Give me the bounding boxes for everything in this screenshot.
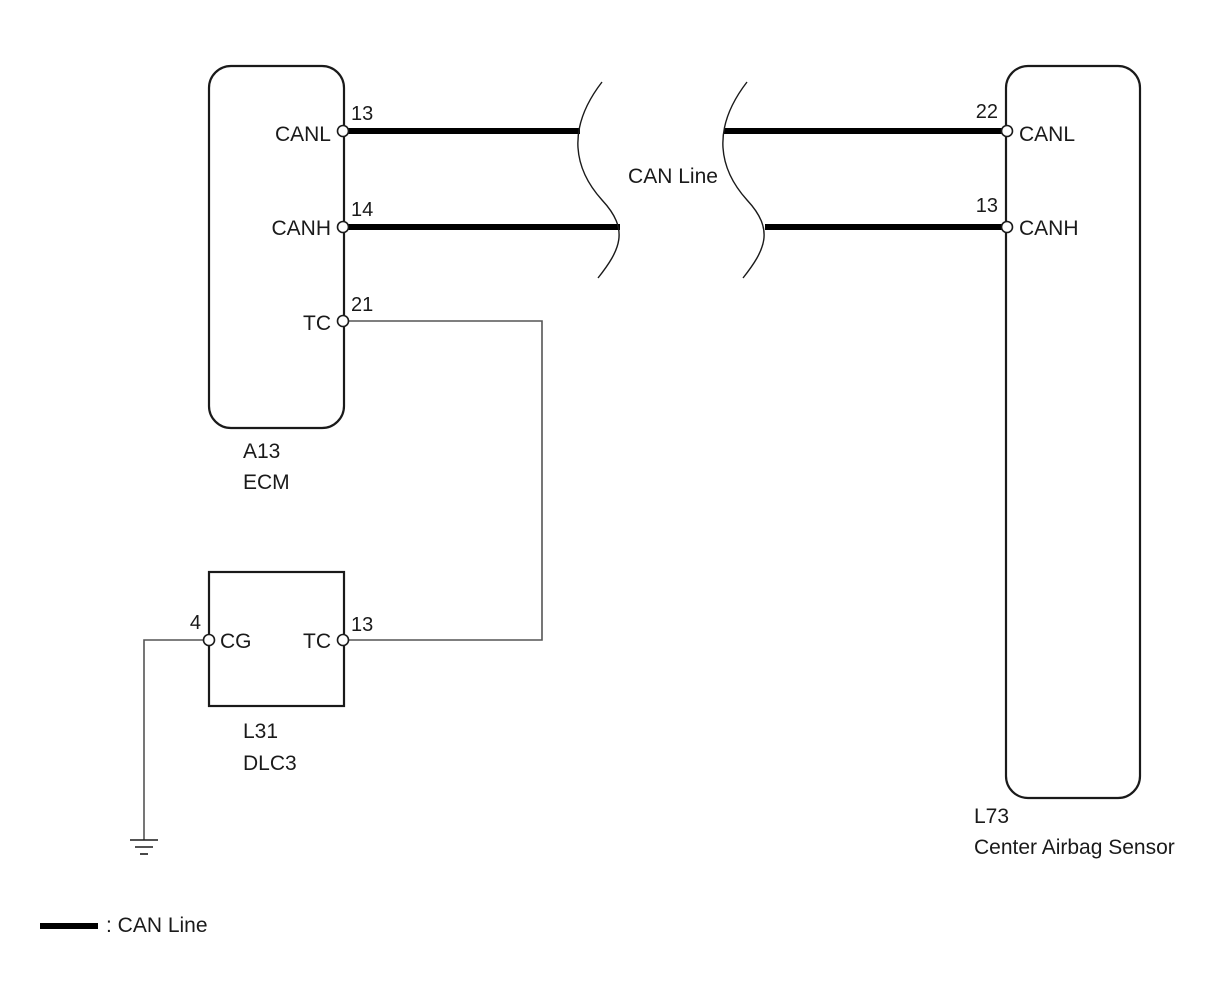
airbag-name: Center Airbag Sensor [974,836,1175,859]
dlc3-code: L31 [243,720,278,743]
wire-break-left-bracket [577,81,620,279]
dlc3-tc-terminal [336,633,350,647]
ecm-canh-terminal [336,220,350,234]
can-line-label: CAN Line [628,165,718,188]
dlc3-cg-pin-number: 4 [190,612,201,634]
airbag-canl-label: CANL [1019,123,1075,146]
ground-symbol-icon [130,839,158,855]
airbag-code: L73 [974,805,1009,828]
legend: : CAN Line [40,914,208,937]
airbag-canl-pin-number: 22 [976,101,998,123]
wire-break-right-bracket [722,81,765,279]
dlc3-cg-terminal [202,633,216,647]
airbag-canl-terminal [1000,124,1014,138]
legend-can-line-label: : CAN Line [106,914,208,937]
ecm-tc-pin-number: 21 [351,294,373,316]
airbag-canh-label: CANH [1019,217,1079,240]
ecm-canh-pin-number: 14 [351,199,373,221]
airbag-sensor-box [1004,64,1142,800]
ecm-canh-label: CANH [271,217,331,240]
ecm-canl-pin-number: 13 [351,103,373,125]
dlc3-name: DLC3 [243,752,297,775]
ecm-canl-label: CANL [275,123,331,146]
ecm-code: A13 [243,440,280,463]
ecm-box [207,64,346,430]
dlc3-tc-label: TC [303,630,331,653]
airbag-canh-terminal [1000,220,1014,234]
tc-wire [349,320,543,641]
ecm-tc-terminal [336,314,350,328]
dlc3-cg-label: CG [220,630,252,653]
ecm-name: ECM [243,471,290,494]
ecm-canl-terminal [336,124,350,138]
cg-ground-wire [143,639,203,840]
airbag-canh-pin-number: 13 [976,195,998,217]
dlc3-tc-pin-number: 13 [351,614,373,636]
ecm-tc-label: TC [303,312,331,335]
